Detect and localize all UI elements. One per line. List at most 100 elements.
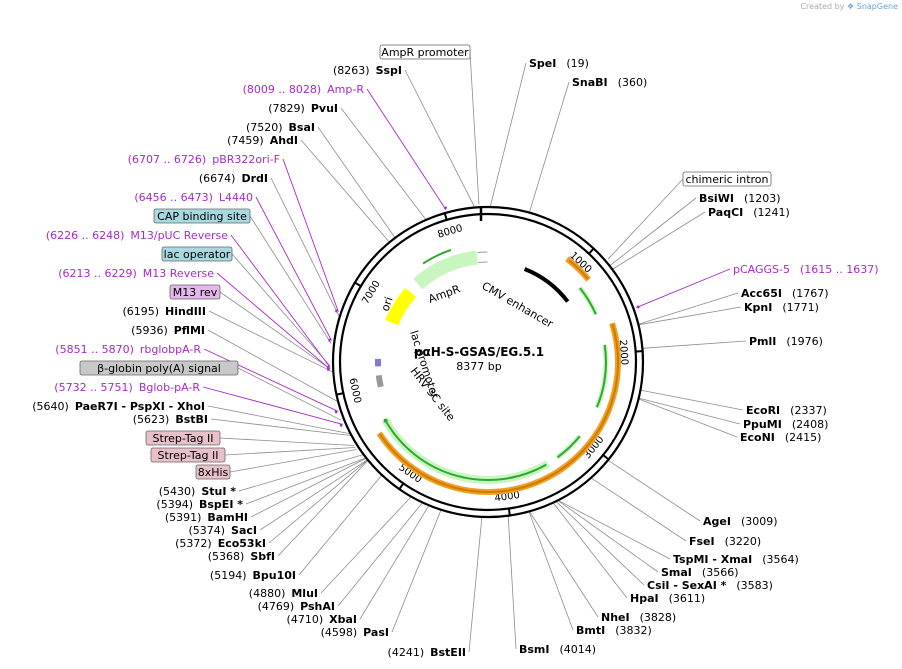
enzyme-name: SpeI	[529, 57, 556, 70]
primer-label[interactable]: (6707 .. 6726)pBR322ori-F	[128, 153, 280, 166]
enzyme-label[interactable]: (5391)BamHI	[165, 511, 248, 524]
enzyme-leader	[638, 292, 739, 325]
enzyme-label[interactable]: KpnI(1771)	[744, 301, 819, 314]
primer-leader	[230, 234, 331, 368]
enzyme-label[interactable]: Acc65I(1767)	[741, 287, 829, 300]
enzyme-leader	[340, 107, 427, 221]
enzyme-name: PaqCI	[708, 206, 743, 219]
enzyme-label[interactable]: (5368)SbfI	[208, 550, 275, 563]
enzyme-leader	[468, 516, 483, 653]
feature-box[interactable]: CAP binding site	[153, 208, 251, 224]
primer-leader	[203, 348, 339, 412]
enzyme-label[interactable]: (4880)MluI	[249, 587, 318, 600]
enzyme-label[interactable]: SpeI (19)	[529, 57, 589, 70]
enzyme-name: PvuI	[311, 102, 338, 115]
cmv-enhancer-label: CMV enhancer	[480, 279, 556, 330]
enzyme-label[interactable]: (7520)BsaI	[246, 121, 315, 134]
enzyme-position: (19)	[566, 57, 589, 70]
feature-box[interactable]: M13 rev	[169, 284, 221, 300]
enzyme-label[interactable]: (5430)StuI *	[159, 485, 237, 498]
enzyme-position: (360)	[618, 76, 648, 89]
enzyme-label[interactable]: (5374)SacI	[188, 524, 257, 537]
feature-box[interactable]: 8xHis	[195, 464, 231, 480]
primer-label[interactable]: (6456 .. 6473)L4440	[134, 191, 253, 204]
enzyme-label[interactable]: (7459)AhdI	[227, 134, 298, 147]
enzyme-label[interactable]: BsmI(4014)	[519, 643, 596, 656]
enzyme-leader	[489, 62, 527, 208]
enzyme-name: HpaI	[630, 592, 659, 605]
feature-box[interactable]: Strep-Tag II	[150, 447, 226, 463]
enzyme-label[interactable]: (5623)BstBI	[133, 413, 208, 426]
enzyme-label[interactable]: (4598)PasI	[321, 626, 389, 639]
feature-leader	[607, 178, 684, 260]
enzyme-label[interactable]: BsiWI(1203)	[699, 192, 781, 205]
feature-box[interactable]: AmpR promoter	[379, 44, 471, 60]
enzyme-label[interactable]: CsiI - SexAI *(3583)	[647, 579, 773, 592]
feature-box-label: chimeric intron	[685, 173, 768, 186]
enzyme-leader	[609, 197, 697, 267]
enzyme-label[interactable]: SmaI(3566)	[661, 566, 738, 579]
enzyme-label[interactable]: (5640)PaeR7I - PspXI - XhoI	[32, 400, 205, 413]
enzyme-name: BsaI	[289, 121, 315, 134]
enzyme-label[interactable]: BmtI(3832)	[576, 624, 652, 637]
enzyme-label[interactable]: SnaBI(360)	[572, 76, 647, 89]
enzyme-leader	[607, 459, 701, 522]
enzyme-name: SspI	[376, 64, 402, 77]
enzyme-label[interactable]: PpuMI(2408)	[743, 418, 828, 431]
enzyme-name: Eco53kI	[218, 537, 266, 550]
feature-leader	[219, 437, 354, 446]
primer-marker	[636, 305, 640, 309]
primer-leader	[255, 196, 332, 341]
enzyme-label[interactable]: (7829)PvuI	[268, 102, 338, 115]
enzyme-label[interactable]: PmlI(1976)	[749, 335, 823, 348]
enzyme-label[interactable]: (5194)Bpu10I	[210, 569, 296, 582]
enzyme-label[interactable]: (5372)Eco53kI	[175, 537, 266, 550]
primer-label[interactable]: (6213 .. 6229)M13 Reverse	[58, 267, 214, 280]
enzyme-label[interactable]: (5394)BspEI *	[156, 498, 243, 511]
enzyme-position: (4710)	[287, 613, 324, 626]
enzyme-name: BamHI	[207, 511, 248, 524]
enzyme-label[interactable]: (4710) XbaI	[287, 613, 357, 626]
enzyme-position: (1203)	[744, 192, 781, 205]
enzyme-leader	[642, 340, 747, 349]
primer-label[interactable]: (8009 .. 8028)Amp-R	[243, 83, 365, 96]
enzyme-name: Acc65I	[741, 287, 782, 300]
enzyme-label[interactable]: EcoNI(2415)	[740, 431, 821, 444]
feature-box[interactable]: β-globin poly(A) signal	[79, 360, 239, 376]
feature-leader	[237, 367, 342, 421]
enzyme-label[interactable]: TspMI - XmaI(3564)	[673, 553, 799, 566]
enzyme-label[interactable]: (6674)DrdI	[199, 172, 268, 185]
feature-leader	[469, 51, 480, 205]
primer-range: (6213 .. 6229)	[58, 267, 137, 280]
enzyme-name: CsiI - SexAI *	[647, 579, 727, 592]
primer-label[interactable]: (6226 .. 6248)M13/pUC Reverse	[46, 229, 228, 242]
primer-label[interactable]: pCAGGS-5(1615 .. 1637)	[733, 263, 879, 276]
enzyme-position: (3564)	[762, 553, 799, 566]
enzyme-label[interactable]: FseI(3220)	[689, 535, 761, 548]
feature-box[interactable]: Strep-Tag II	[145, 430, 221, 446]
feature-box[interactable]: chimeric intron	[682, 171, 772, 187]
enzyme-label[interactable]: EcoRI(2337)	[746, 404, 827, 417]
green-feature-line	[595, 344, 607, 408]
enzyme-label[interactable]: PaqCI (1241)	[708, 206, 790, 219]
enzyme-label[interactable]: AgeI(3009)	[703, 515, 778, 528]
enzyme-position: (1241)	[753, 206, 790, 219]
enzyme-label[interactable]: (6195)HindIII	[122, 305, 206, 318]
primer-range: (8009 .. 8028)	[243, 83, 322, 96]
enzyme-label[interactable]: HpaI(3611)	[630, 592, 705, 605]
feature-box-label: CAP binding site	[157, 210, 247, 223]
enzyme-label[interactable]: NheI(3828)	[601, 611, 676, 624]
enzyme-position: (5623)	[133, 413, 170, 426]
enzyme-label[interactable]: (5936)PflMI	[131, 324, 205, 337]
feature-box[interactable]: lac operator	[161, 246, 233, 262]
enzyme-label[interactable]: (8263)SspI	[333, 64, 402, 77]
primer-leader	[202, 386, 344, 425]
credit-prefix: Created by	[800, 2, 845, 11]
enzyme-label[interactable]: (4241)BstEII	[388, 646, 466, 659]
primer-label[interactable]: (5732 .. 5751)Bglob-pA-R	[54, 381, 200, 394]
primer-leader-lines	[202, 88, 731, 427]
enzyme-label[interactable]: (4769)PshAI	[258, 600, 335, 613]
tick-mark	[587, 247, 596, 256]
primer-label[interactable]: (5851 .. 5870)rbglobpA-R	[55, 343, 201, 356]
enzyme-name: XbaI	[329, 613, 357, 626]
